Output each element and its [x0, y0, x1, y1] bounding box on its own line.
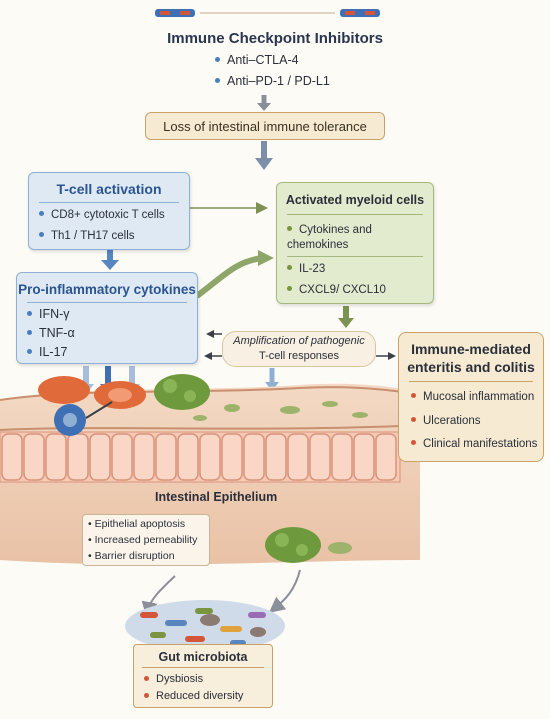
enteritis-title-line2: enteritis and colitis: [407, 359, 535, 375]
cytokines-item: IFN-γ: [27, 307, 70, 321]
cytokines-item-label: IL-17: [39, 345, 68, 359]
bullet-dot: [411, 393, 416, 399]
loss-of-tolerance-box: Loss of intestinal immune tolerance: [145, 112, 385, 140]
ici-item-label: Anti–CTLA-4: [227, 53, 299, 67]
divider: [27, 302, 187, 303]
amplification-line2: T-cell responses: [258, 350, 340, 362]
enteritis-item: Ulcerations: [411, 415, 481, 427]
enteritis-item-label: Mucosal inflammation: [423, 391, 535, 403]
enteritis-box: Immune-mediated enteritis and colitis Mu…: [398, 332, 544, 462]
myeloid-cells-box: Activated myeloid cells Cytokines and ch…: [276, 182, 434, 304]
epithelium-label: Intestinal Epithelium: [155, 490, 278, 504]
tcell-item: Th1 / TH17 cells: [39, 230, 135, 242]
bullet-dot: [287, 286, 292, 292]
bacteria-cluster-icon: [265, 527, 352, 563]
antibody-icon-right: [340, 9, 380, 17]
antibody-icon-left: [155, 9, 195, 17]
tcell-item: CD8+ cytotoxic T cells: [39, 209, 165, 221]
microbiota-item-label: Reduced diversity: [156, 690, 244, 702]
loss-of-tolerance-label: Loss of intestinal immune tolerance: [163, 119, 367, 134]
cytokines-item-label: IFN-γ: [39, 307, 70, 321]
ici-item-ctla4: Anti–CTLA-4: [215, 53, 299, 67]
immune-cells-icon: [38, 376, 146, 436]
divider: [142, 667, 264, 668]
bullet-dot: [39, 232, 44, 238]
bullet-dot: [215, 57, 220, 63]
arrow-bacteria-to-microbiota: [268, 569, 301, 613]
epithelium-effects-box: • Epithelial apoptosis • Increased perne…: [82, 514, 210, 566]
divider: [287, 256, 423, 257]
cytokines-item-label: TNF-α: [39, 326, 75, 340]
bullet-dot: [287, 265, 292, 271]
amplification-line1: Amplification of pathogenic: [233, 335, 365, 347]
bullet-dot: [215, 78, 220, 84]
bullet-dot: [144, 675, 149, 681]
ici-item-label: Anti–PD-1 / PD-L1: [227, 74, 330, 88]
macrophage-icon: [154, 374, 210, 410]
epithelium-item: • Epithelial apoptosis: [88, 518, 186, 530]
bullet-dot: [27, 349, 32, 355]
tcell-item-label: CD8+ cytotoxic T cells: [51, 209, 165, 221]
myeloid-item-label: IL-23: [299, 263, 326, 275]
ici-item-pd1: Anti–PD-1 / PD-L1: [215, 74, 330, 88]
myeloid-item-label: Cytokines and chemokines: [287, 224, 372, 251]
enteritis-title-line1: Immune-mediated: [411, 341, 531, 357]
enteritis-item: Mucosal inflammation: [411, 391, 534, 403]
microbiota-item: Dysbiosis: [144, 673, 203, 685]
cytokines-item: TNF-α: [27, 326, 75, 340]
divider: [39, 202, 179, 203]
microbiota-item: Reduced diversity: [144, 690, 243, 702]
tcell-activation-box: T-cell activation CD8+ cytotoxic T cells…: [28, 172, 190, 250]
cytokines-box: Pro-inflammatory cytokines IFN-γ TNF-α I…: [16, 272, 198, 364]
divider: [287, 214, 423, 215]
enteritis-item-label: Clinical manifestations: [423, 438, 538, 450]
epithelium-item: • Increased perneability: [88, 534, 198, 546]
tcell-item-label: Th1 / TH17 cells: [51, 230, 135, 242]
bullet-dot: [411, 417, 416, 423]
bullet-dot: [27, 311, 32, 317]
arrow-cytokines-to-myeloid: [195, 255, 263, 299]
myeloid-item: IL-23: [287, 263, 325, 275]
myeloid-item: Cytokines and chemokines: [287, 223, 427, 253]
bullet-dot: [144, 692, 149, 698]
bullet-dot: [27, 330, 32, 336]
divider: [409, 381, 533, 382]
epithelium-item-label: Barrier disruption: [94, 550, 175, 562]
bullet-dot: [39, 211, 44, 217]
microbiota-title: Gut microbiota: [158, 650, 248, 664]
cytokines-title: Pro-inflammatory cytokines: [18, 282, 196, 297]
myeloid-item-label: CXCL9/ CXCL10: [299, 284, 386, 296]
ici-title: Immune Checkpoint Inhibitors: [167, 30, 383, 47]
myeloid-item: CXCL9/ CXCL10: [287, 284, 386, 296]
epithelium-item-label: Increased perneability: [94, 534, 198, 546]
intestinal-tissue-illustration: [0, 383, 421, 565]
cytokines-item: IL-17: [27, 345, 68, 359]
enteritis-item-label: Ulcerations: [423, 415, 481, 427]
microbiota-item-label: Dysbiosis: [156, 673, 204, 685]
microbiota-box: Gut microbiota Dysbiosis Reduced diversi…: [133, 644, 273, 708]
enteritis-item: Clinical manifestations: [411, 438, 537, 450]
epithelium-item: • Barrier disruption: [88, 550, 175, 562]
bullet-dot: [287, 226, 292, 232]
bullet-dot: [411, 440, 416, 446]
tcell-title: T-cell activation: [56, 181, 162, 197]
arrow-epithelium-to-microbiota: [141, 575, 176, 618]
amplification-box: Amplification of pathogenic T-cell respo…: [222, 331, 376, 367]
epithelium-item-label: Epithelial apoptosis: [94, 518, 186, 530]
myeloid-title: Activated myeloid cells: [285, 193, 425, 207]
